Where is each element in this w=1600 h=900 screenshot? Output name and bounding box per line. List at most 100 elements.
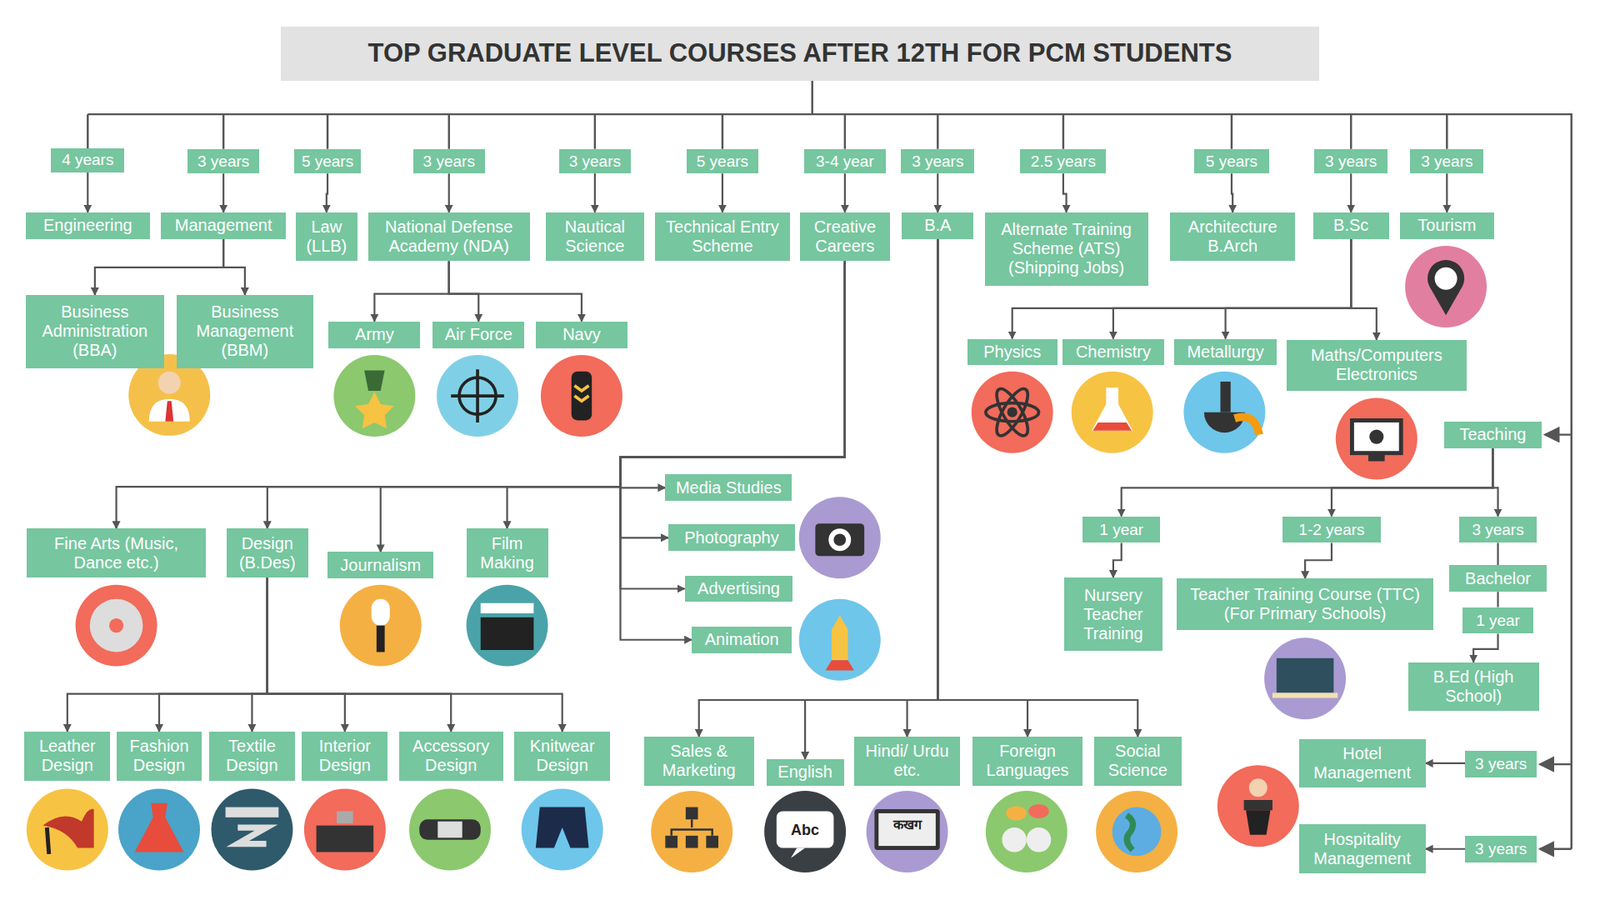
connector [267,577,451,732]
clapper-icon [466,585,549,667]
course-box: B.A [901,212,974,240]
box-text: Alternate Training Scheme (ATS) (Shippin… [991,220,1142,278]
course-box: Maths/Computers Electronics [1286,340,1467,391]
heel-icon [26,789,109,871]
box-text: Social Science [1100,741,1175,780]
box-text: 3 years [423,152,475,171]
box-text: Photography [684,528,779,548]
course-box: Animation [691,626,792,654]
duration-box: 3 years [1314,149,1388,174]
connector [67,577,268,732]
course-box: Foreign Languages [972,736,1083,786]
box-text: 3 years [1471,520,1524,540]
box-text: 3-4 year [815,152,875,171]
camera-icon [799,496,881,579]
box-text: 3 years [1325,152,1377,171]
course-box: Hospitality Management [1299,824,1426,874]
connector [223,239,245,295]
medal-icon [333,355,415,437]
course-box: Textile Design [209,731,295,781]
box-text: B.Ed (High School) [1415,667,1533,706]
connector [844,173,846,213]
connector [594,173,596,213]
badge-icon [540,355,623,437]
box-text: Business Administration (BBA) [32,302,159,360]
connector [620,260,845,589]
duration-box: 3 years [1465,750,1537,778]
board-icon [1264,637,1346,720]
box-text: Foreign Languages [979,741,1076,780]
box-text: 1-2 years [1298,520,1365,540]
box-text: Tourism [1417,215,1476,235]
icon-text: Abc [790,820,820,839]
box-text: B.Sc [1333,215,1369,235]
connector [805,239,938,760]
box-text: Leather Design [30,736,104,775]
duration-box: 3 years [1465,835,1537,863]
box-text: Nursery Teacher Training [1070,585,1156,644]
course-box: Advertising [685,575,794,603]
box-text: 5 years [1205,152,1258,171]
course-box: Fashion Design [116,731,203,781]
connector [159,577,268,732]
duration-box: 4 years [50,148,125,173]
dress-icon [118,789,200,871]
course-box: Chemistry [1062,339,1165,366]
box-text: 1 year [1475,611,1520,630]
box-text: 5 years [301,152,354,171]
duration-box: 5 years [686,149,759,174]
course-box: Architecture B.Arch [1170,212,1295,262]
course-box: Technical Entry Scheme [655,212,790,262]
box-text: Textile Design [215,736,289,775]
box-text: Hindi/ Urdu etc. [860,741,954,780]
shorts-icon [521,789,604,871]
box-text: Maths/Computers Electronics [1293,345,1460,385]
course-box: Fine Arts (Music, Dance etc.) [26,528,207,578]
disc-icon [75,585,158,667]
connector [1350,239,1377,340]
duration-box: 1 year [1462,607,1535,635]
box-text: Animation [705,630,780,650]
box-text: Metallurgy [1186,342,1264,362]
box-text: 3 years [1420,152,1473,171]
connector [620,260,845,640]
course-box: Media Studies [665,474,792,501]
course-box: Accessory Design [399,731,504,781]
course-box: Teaching [1444,421,1543,449]
duration-box: 3 years [900,149,975,174]
speaker-icon [1217,765,1300,847]
box-text: Accessory Design [405,736,497,775]
box-text: 5 years [696,152,749,171]
box-text: Architecture B.Arch [1176,217,1288,256]
connector [86,172,89,213]
connector [251,577,267,732]
course-box: B.Sc [1313,212,1390,240]
box-text: Chemistry [1075,342,1151,362]
duration-box: 5 years [1194,149,1270,174]
box-text: Bachelor [1465,569,1531,589]
box-text: Fine Arts (Music, Dance etc.) [33,534,200,573]
connector [449,260,480,321]
box-text: Film Making [473,534,542,573]
box-text: 3 years [1475,840,1527,859]
course-box: Bachelor [1449,565,1548,592]
connector [1113,542,1122,578]
screen-icon [866,790,949,873]
course-box: Knitwear Design [514,731,610,781]
icon-text: कखग [893,815,922,834]
course-box: Photography [668,524,795,551]
connector [937,239,1028,738]
duration-box: 3 years [1410,149,1484,174]
course-box: Air Force [432,321,525,349]
course-box: Metallurgy [1174,339,1276,366]
band-icon [409,789,491,871]
box-text: English [777,762,833,782]
course-box: Engineering [25,212,150,240]
box-text: Hotel Management [1305,744,1420,783]
connector [380,260,845,552]
pencil-icon [799,599,881,681]
box-text: Nautical Science [552,217,638,256]
connector [95,239,224,295]
connector [1473,633,1498,662]
box-text: Engineering [43,215,133,235]
